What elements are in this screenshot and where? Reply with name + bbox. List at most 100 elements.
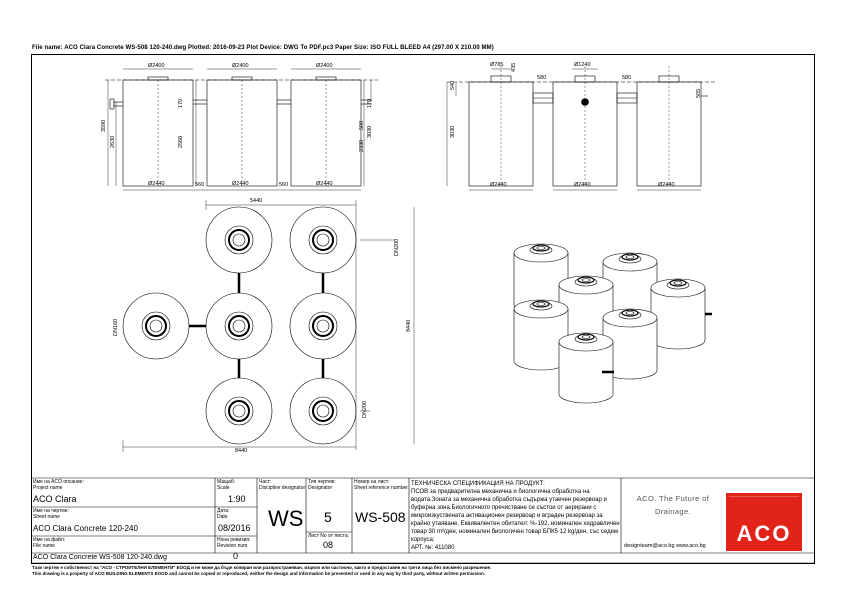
aco-logo: ACO [726, 493, 802, 551]
side-elevation [446, 66, 715, 191]
file-label: Име на файл: [33, 537, 66, 543]
dim-text: 580 [622, 75, 631, 81]
dim-text: 560 [195, 182, 204, 188]
copyright-bg: Тази чертеж е собственост на "ACO - СТРО… [32, 565, 492, 570]
tank-cover-iso [577, 333, 595, 341]
dim-text: Ø2440 [232, 181, 249, 187]
manhole-ring [224, 396, 254, 426]
discipline-code: WS [268, 506, 304, 531]
spec-article: АРТ. №: 411080 [411, 545, 455, 551]
brand-slogan: ACO. The Future of Drainage. [626, 492, 720, 518]
isometric-view [513, 243, 712, 404]
dim-text: 2630 [110, 136, 116, 148]
dim-text: 500 [359, 121, 365, 130]
manhole-ring [224, 225, 254, 255]
manhole-inner [232, 404, 246, 418]
dim-text: DN160 [113, 319, 119, 336]
manhole-cover [228, 400, 250, 422]
dim-text: Ø2440 [658, 182, 675, 188]
dim-text: 3590 [101, 120, 107, 132]
spec-title: ТЕХНИЧЕСКА СПЕЦИФИКАЦИЯ НА ПРОДУКТ: [411, 481, 545, 487]
inlet-marker [581, 98, 589, 106]
manhole-inner [232, 233, 246, 247]
manhole-inner [232, 319, 246, 333]
plan-view [122, 200, 415, 452]
dim-text: Ø2400 [232, 63, 249, 69]
front-elevation [105, 68, 378, 191]
manhole-cover [228, 229, 250, 251]
tank-cover-iso [532, 244, 550, 252]
tank-plan [205, 292, 273, 360]
tank-cover-iso [621, 309, 639, 317]
logo-decoration [729, 496, 799, 520]
dim-text: Ø2440 [490, 182, 507, 188]
dim-text: 2330 [359, 140, 365, 152]
file-label-en: File name [33, 543, 55, 549]
sheet-number-label-en: Sheet reference number [354, 485, 408, 491]
scale-label: Мащаб: [217, 479, 236, 485]
dim-text: 2560 [178, 136, 184, 148]
title-block-grid [31, 477, 815, 564]
dim-text: 3030 [450, 126, 456, 138]
date-value: 08/2016 [218, 523, 251, 533]
dim-text: 505 [696, 89, 702, 98]
drawing-frame [31, 54, 815, 564]
dim-text: 580 [537, 75, 546, 81]
manhole-inner [316, 233, 330, 247]
revision-value: 0 [233, 551, 239, 561]
dim-text: 3030 [367, 126, 373, 138]
manhole-inner [316, 319, 330, 333]
scale-label-en: Scale [217, 485, 230, 491]
dim-text: DN200 [362, 401, 368, 418]
tank-cover-inner-iso [536, 302, 546, 306]
type-label-en: Designator [308, 485, 333, 491]
dim-text: 170 [178, 99, 184, 108]
dim-text: 8440 [235, 448, 247, 454]
revision-label-en: Revision num. [217, 543, 249, 549]
tank-body-iso [558, 342, 614, 404]
manhole-ring [141, 311, 171, 341]
tank-cover-inner-iso [625, 255, 635, 259]
sheets-value: 08 [323, 540, 334, 550]
tank-plan [205, 377, 273, 445]
copyright-en: This drawing is a property of ACO BUILDI… [32, 571, 486, 576]
logo-text: ACO [736, 521, 792, 546]
manhole-inner [149, 319, 163, 333]
drawing-label-en: Sheet name [33, 514, 60, 520]
type-value: 5 [324, 509, 332, 525]
date-label: Дата: [217, 508, 230, 514]
tank-plan [289, 377, 357, 445]
tank-cover-inner-iso [581, 335, 591, 339]
manhole-cover [312, 229, 334, 251]
tank-cover-inner-iso [581, 278, 591, 282]
contact-info: designteam@aco.bg www.aco.bg [624, 543, 706, 549]
dim-text: 5440 [250, 198, 262, 204]
slogan-line-1: ACO. The Future of [636, 494, 710, 503]
dim-text: Ø2440 [148, 181, 165, 187]
tank-cover-inner-iso [673, 281, 683, 285]
part-label-en: Discipline designator [259, 485, 306, 491]
tank-plan [289, 206, 357, 274]
dim-text: 8440 [406, 320, 412, 332]
manhole-cover [145, 315, 167, 337]
dim-text: Ø1240 [574, 62, 591, 68]
tank-cover-inner-iso [536, 246, 546, 250]
dim-text: DN200 [394, 239, 400, 256]
tank-plan [289, 292, 357, 360]
slogan-line-2: Drainage. [654, 507, 692, 516]
manhole-ring [308, 396, 338, 426]
drawing-label: Име на чертеж: [33, 508, 69, 514]
revision-label: Нона ревизия: [217, 537, 251, 543]
dim-text: Ø2440 [316, 181, 333, 187]
project-name: ACO Clara [33, 494, 77, 504]
manhole-ring [224, 311, 254, 341]
tank-cover-iso [669, 279, 687, 287]
tank-cover-iso [577, 276, 595, 284]
spec-body: ПСОВ за предварителна механична и биолог… [411, 489, 620, 543]
project-label-en: Project name [33, 485, 63, 491]
dim-text: 435 [511, 63, 517, 72]
dim-text: Ø2400 [316, 63, 333, 69]
sheets-label: Лист No от листа: [308, 533, 349, 539]
date-label-en: Date [217, 514, 228, 520]
